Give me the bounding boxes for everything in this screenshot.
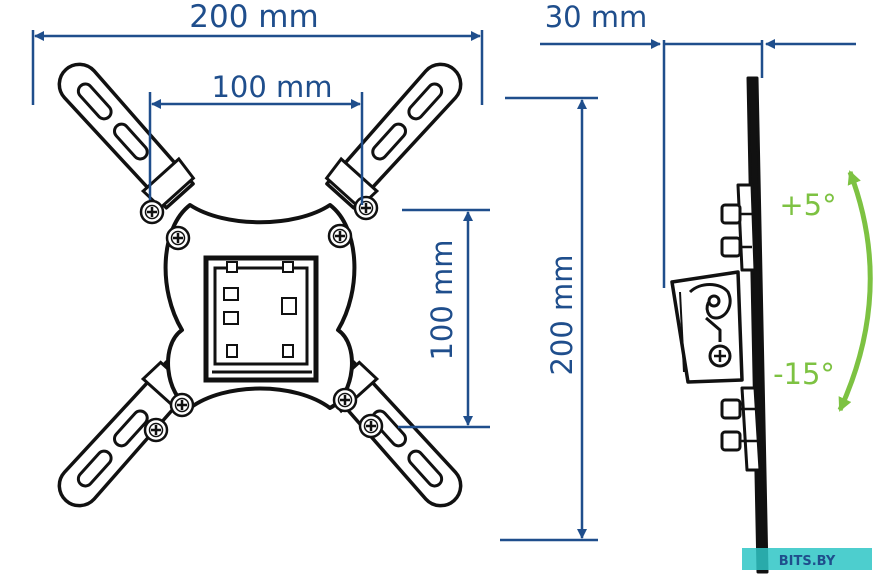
screw-icon bbox=[327, 223, 353, 249]
tilt-up-label: +5° bbox=[779, 188, 836, 222]
mount-plate-front-view bbox=[46, 51, 474, 519]
height-outer-label: 200 mm bbox=[545, 254, 579, 375]
screw-icon bbox=[143, 417, 169, 443]
width-inner-label: 100 mm bbox=[211, 70, 332, 104]
width-outer-label: 200 mm bbox=[189, 0, 318, 35]
screw-icon bbox=[358, 413, 384, 439]
screw-icon bbox=[165, 225, 191, 251]
screw-icon bbox=[332, 387, 358, 413]
watermark-text: BITS.BY bbox=[779, 554, 836, 569]
screw-icon bbox=[139, 199, 165, 225]
watermark: BITS.BY bbox=[742, 548, 872, 570]
screw-icon bbox=[169, 392, 195, 418]
height-inner-label: 100 mm bbox=[425, 239, 459, 360]
dimension-lines bbox=[31, 30, 856, 542]
mount-side-view bbox=[670, 76, 769, 574]
depth-label: 30 mm bbox=[545, 0, 648, 34]
tilt-down-label: -15° bbox=[773, 357, 835, 391]
tilt-arrow-icon bbox=[837, 170, 873, 412]
screw-icon bbox=[353, 195, 379, 221]
